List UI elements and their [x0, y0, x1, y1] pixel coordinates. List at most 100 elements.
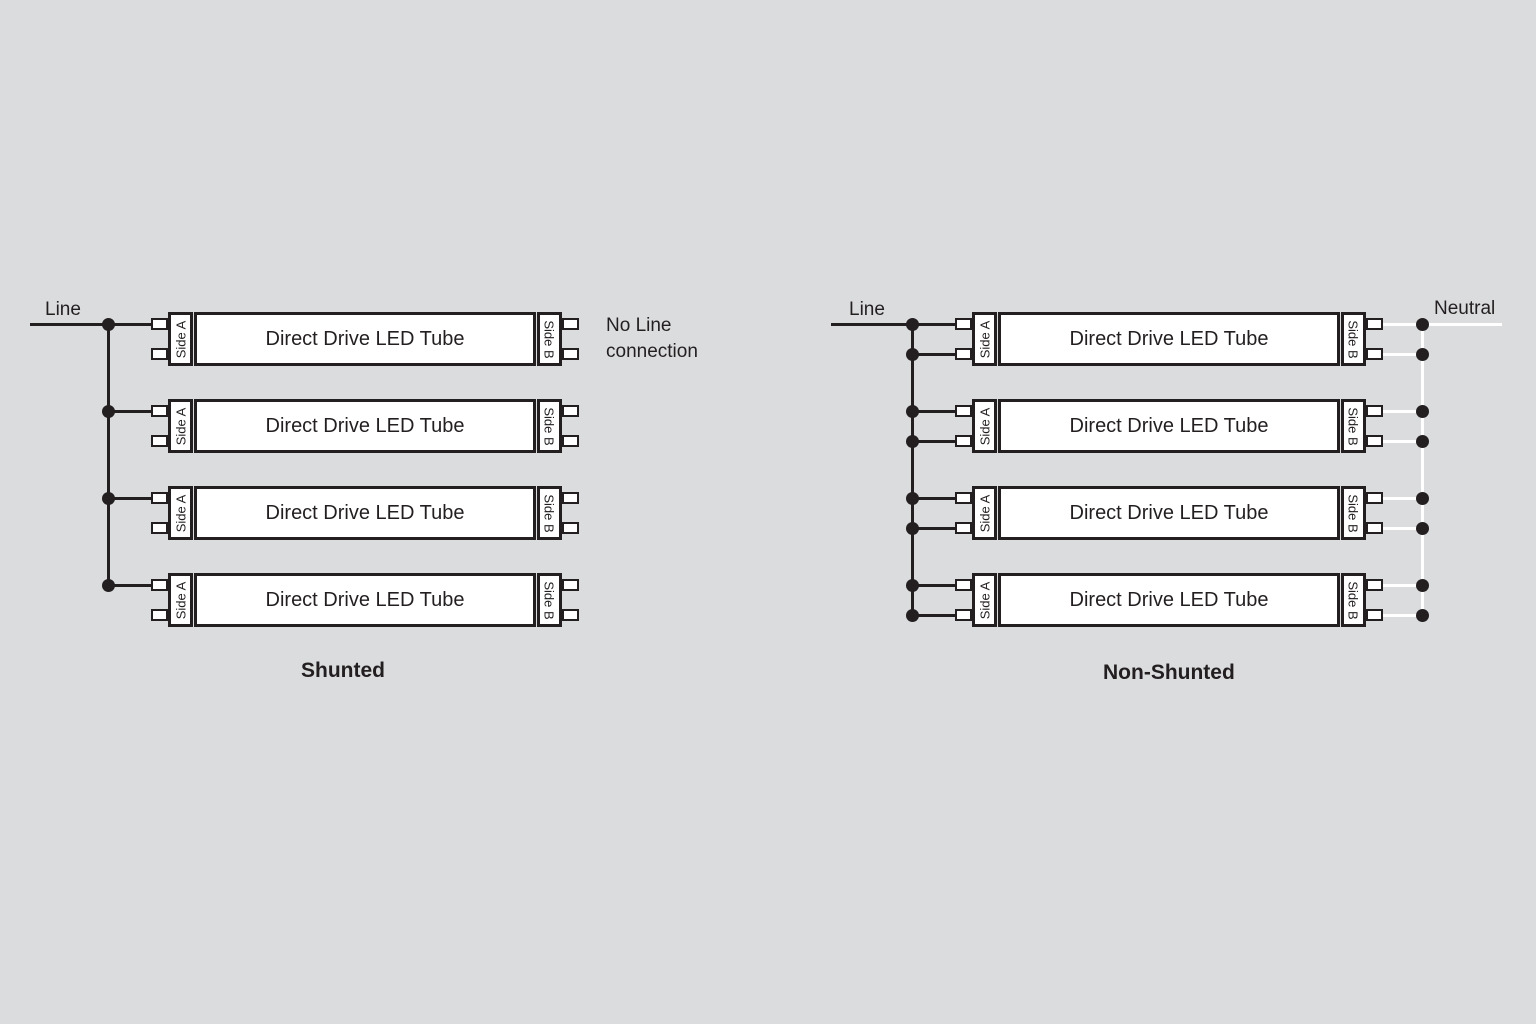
tube-label: Direct Drive LED Tube: [1069, 414, 1269, 437]
side-b-cap: Side B: [1341, 573, 1366, 627]
side-a-label: Side A: [173, 407, 188, 445]
line-label: Line: [849, 299, 885, 320]
neutral-branch-wire: [1383, 440, 1423, 443]
tube-label: Direct Drive LED Tube: [265, 414, 465, 437]
pin-side-a-top: [151, 579, 168, 591]
side-a-cap: Side A: [168, 312, 193, 366]
led-tube: Side A Direct Drive LED Tube Side B: [151, 312, 579, 366]
side-a-cap: Side A: [168, 399, 193, 453]
pin-side-a-bottom: [955, 348, 972, 360]
junction-dot: [906, 579, 919, 592]
branch-wire: [911, 440, 959, 443]
neutral-branch-wire: [1383, 323, 1423, 326]
pin-side-b-bottom: [1366, 609, 1383, 621]
pin-side-a-bottom: [955, 435, 972, 447]
pin-side-b-top: [1366, 579, 1383, 591]
pin-side-a-top: [955, 579, 972, 591]
neutral-feed-wire: [1421, 323, 1502, 326]
tube-body: Direct Drive LED Tube: [194, 312, 536, 366]
side-b-cap: Side B: [537, 573, 562, 627]
line-feed-wire: [30, 323, 155, 326]
junction-dot: [1416, 579, 1429, 592]
side-b-cap: Side B: [537, 486, 562, 540]
side-a-cap: Side A: [972, 486, 997, 540]
junction-dot: [1416, 348, 1429, 361]
tube-body: Direct Drive LED Tube: [194, 573, 536, 627]
pin-side-a-bottom: [955, 609, 972, 621]
junction-dot: [906, 435, 919, 448]
tube-label: Direct Drive LED Tube: [1069, 327, 1269, 350]
pin-side-b-bottom: [562, 348, 579, 360]
tube-body: Direct Drive LED Tube: [998, 486, 1340, 540]
junction-dot: [1416, 405, 1429, 418]
no-line-connection-note: No Line connection: [606, 315, 698, 362]
pin-side-b-bottom: [1366, 435, 1383, 447]
pin-side-a-bottom: [151, 609, 168, 621]
junction-dot: [906, 405, 919, 418]
neutral-label: Neutral: [1434, 298, 1496, 319]
branch-wire: [911, 614, 959, 617]
pin-side-b-bottom: [1366, 522, 1383, 534]
junction-dot: [906, 492, 919, 505]
branch-wire: [107, 584, 155, 587]
pin-side-a-bottom: [151, 435, 168, 447]
tube-label: Direct Drive LED Tube: [265, 327, 465, 350]
junction-dot: [1416, 522, 1429, 535]
tube-body: Direct Drive LED Tube: [998, 573, 1340, 627]
tube-label: Direct Drive LED Tube: [265, 588, 465, 611]
branch-wire: [911, 497, 959, 500]
pin-side-b-top: [562, 318, 579, 330]
side-a-cap: Side A: [972, 399, 997, 453]
side-a-cap: Side A: [168, 486, 193, 540]
tube-body: Direct Drive LED Tube: [194, 486, 536, 540]
led-tube: Side A Direct Drive LED Tube Side B: [151, 486, 579, 540]
neutral-bus-wire: [1421, 323, 1424, 616]
side-b-label: Side B: [542, 493, 557, 533]
branch-wire: [911, 410, 959, 413]
pin-side-b-top: [1366, 492, 1383, 504]
pin-side-a-bottom: [955, 522, 972, 534]
side-a-label: Side A: [173, 581, 188, 619]
line-bus-wire: [911, 323, 914, 616]
led-tube: Side A Direct Drive LED Tube Side B: [151, 399, 579, 453]
side-b-label: Side B: [1346, 319, 1361, 359]
tube-body: Direct Drive LED Tube: [194, 399, 536, 453]
pin-side-a-bottom: [151, 348, 168, 360]
junction-dot: [906, 318, 919, 331]
side-b-cap: Side B: [537, 399, 562, 453]
pin-side-a-top: [955, 492, 972, 504]
side-b-cap: Side B: [1341, 399, 1366, 453]
junction-dot: [102, 492, 115, 505]
led-tube: Side A Direct Drive LED Tube Side B: [955, 486, 1383, 540]
shunted-title: Shunted: [301, 659, 385, 682]
neutral-branch-wire: [1383, 410, 1423, 413]
side-a-cap: Side A: [972, 573, 997, 627]
junction-dot: [1416, 492, 1429, 505]
line-bus-wire: [107, 323, 110, 585]
side-b-cap: Side B: [1341, 486, 1366, 540]
junction-dot: [1416, 435, 1429, 448]
junction-dot: [906, 348, 919, 361]
non-shunted-title: Non-Shunted: [1103, 661, 1235, 684]
pin-side-a-top: [151, 318, 168, 330]
pin-side-a-bottom: [151, 522, 168, 534]
junction-dot: [1416, 609, 1429, 622]
branch-wire: [911, 584, 959, 587]
pin-side-b-bottom: [562, 522, 579, 534]
tube-label: Direct Drive LED Tube: [265, 501, 465, 524]
side-b-label: Side B: [1346, 493, 1361, 533]
branch-wire: [911, 527, 959, 530]
side-a-label: Side A: [173, 320, 188, 358]
side-a-label: Side A: [173, 494, 188, 532]
pin-side-a-top: [955, 318, 972, 330]
pin-side-b-bottom: [1366, 348, 1383, 360]
side-a-label: Side A: [977, 407, 992, 445]
line-feed-wire: [831, 323, 959, 326]
side-a-cap: Side A: [168, 573, 193, 627]
line-label: Line: [45, 299, 81, 320]
pin-side-a-top: [151, 405, 168, 417]
side-a-label: Side A: [977, 320, 992, 358]
side-b-label: Side B: [1346, 580, 1361, 620]
led-tube: Side A Direct Drive LED Tube Side B: [955, 573, 1383, 627]
